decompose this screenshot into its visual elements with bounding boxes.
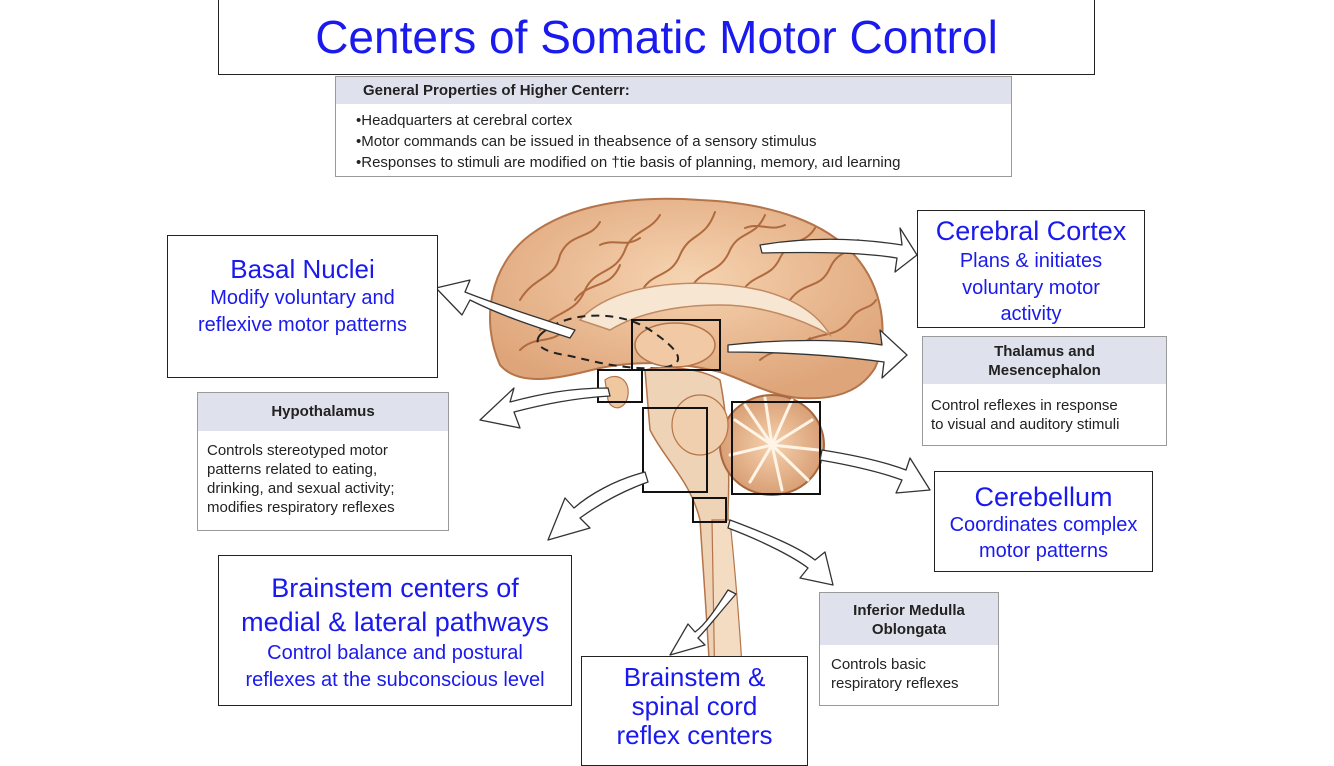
basal-nuclei-text: reflexive motor patterns bbox=[198, 314, 407, 336]
reflex-centers-box: Brainstem & spinal cord reflex centers bbox=[581, 656, 808, 766]
medulla-text: Controls basic bbox=[831, 656, 927, 673]
cerebral-cortex-text: activity bbox=[1000, 303, 1062, 325]
hypothalamus-box: Hypothalamus Controls stereotyped motor … bbox=[197, 392, 449, 531]
medulla-box: Inferior Medulla Oblongata Controls basi… bbox=[819, 592, 999, 706]
reflex-centers-title: Brainstem & bbox=[623, 662, 766, 692]
title-box: Centers of Somatic Motor Control bbox=[218, 0, 1095, 75]
thalamus-text: to visual and auditory stimuli bbox=[931, 416, 1120, 433]
hypothalamus-heading: Hypothalamus bbox=[198, 393, 448, 431]
basal-nuclei-outline bbox=[536, 314, 680, 370]
cerebral-cortex-title: Cerebral Cortex bbox=[935, 216, 1127, 246]
brainstem-centers-title: Brainstem centers of bbox=[271, 573, 519, 603]
highlight-boxes bbox=[597, 319, 821, 523]
arbor-vitae bbox=[728, 396, 820, 492]
thalamus-heading: Thalamus and bbox=[994, 343, 1095, 360]
reflex-centers-title: spinal cord bbox=[631, 691, 758, 721]
general-item: •Motor commands can be issued in theabse… bbox=[356, 133, 817, 150]
brainstem-centers-text: reflexes at the subconscious level bbox=[245, 669, 545, 691]
thalamus-box: Thalamus and Mesencephalon Control refle… bbox=[922, 336, 1167, 446]
cerebral-cortex-text: Plans & initiates bbox=[959, 250, 1103, 272]
brainstem-centers-box: Brainstem centers of medial & lateral pa… bbox=[218, 555, 572, 706]
cerebellum-box: Cerebellum Coordinates complex motor pat… bbox=[934, 471, 1153, 572]
reflex-centers-title: reflex centers bbox=[616, 720, 773, 750]
cerebral-cortex-text: voluntary motor bbox=[962, 277, 1100, 299]
general-item: •Responses to stimuli are modified on †t… bbox=[356, 154, 901, 171]
pons bbox=[671, 394, 729, 456]
corpus-callosum bbox=[578, 282, 833, 338]
basal-nuclei-text: Modify voluntary and bbox=[210, 287, 395, 309]
hypothalamus-text: drinking, and sexual activity; bbox=[207, 480, 395, 497]
hypothalamus-text: patterns related to eating, bbox=[207, 461, 378, 478]
general-properties-box: General Properties of Higher Centerr: •H… bbox=[335, 76, 1012, 177]
hypothalamus-shape bbox=[604, 375, 629, 409]
thalamus-text: Control reflexes in response bbox=[931, 397, 1118, 414]
hypothalamus-text: Controls stereotyped motor bbox=[207, 442, 388, 459]
callout-arrows bbox=[435, 227, 931, 656]
medulla-text: respiratory reflexes bbox=[831, 675, 959, 692]
basal-nuclei-title: Basal Nuclei bbox=[230, 254, 375, 284]
thalamus bbox=[634, 322, 716, 368]
cerebellum-title: Cerebellum bbox=[974, 482, 1113, 512]
hypothalamus-text: modifies respiratory reflexes bbox=[207, 499, 395, 516]
page-title: Centers of Somatic Motor Control bbox=[315, 11, 998, 63]
cerebellum-text: Coordinates complex bbox=[949, 514, 1138, 536]
brainstem-centers-text: Control balance and postural bbox=[267, 642, 523, 664]
general-item: •Headquarters at cerebral cortex bbox=[356, 112, 573, 129]
medulla-heading: Oblongata bbox=[871, 621, 947, 638]
cerebellum-text: motor patterns bbox=[979, 540, 1108, 562]
thalamus-heading: Mesencephalon bbox=[988, 362, 1101, 379]
basal-nuclei-box: Basal Nuclei Modify voluntary and reflex… bbox=[167, 235, 438, 378]
medulla-heading: Inferior Medulla bbox=[853, 602, 965, 619]
general-properties-heading: General Properties of Higher Centerr: bbox=[336, 77, 1011, 104]
cerebral-cortex-box: Cerebral Cortex Plans & initiates volunt… bbox=[917, 210, 1145, 328]
brainstem-centers-title: medial & lateral pathways bbox=[241, 607, 549, 637]
